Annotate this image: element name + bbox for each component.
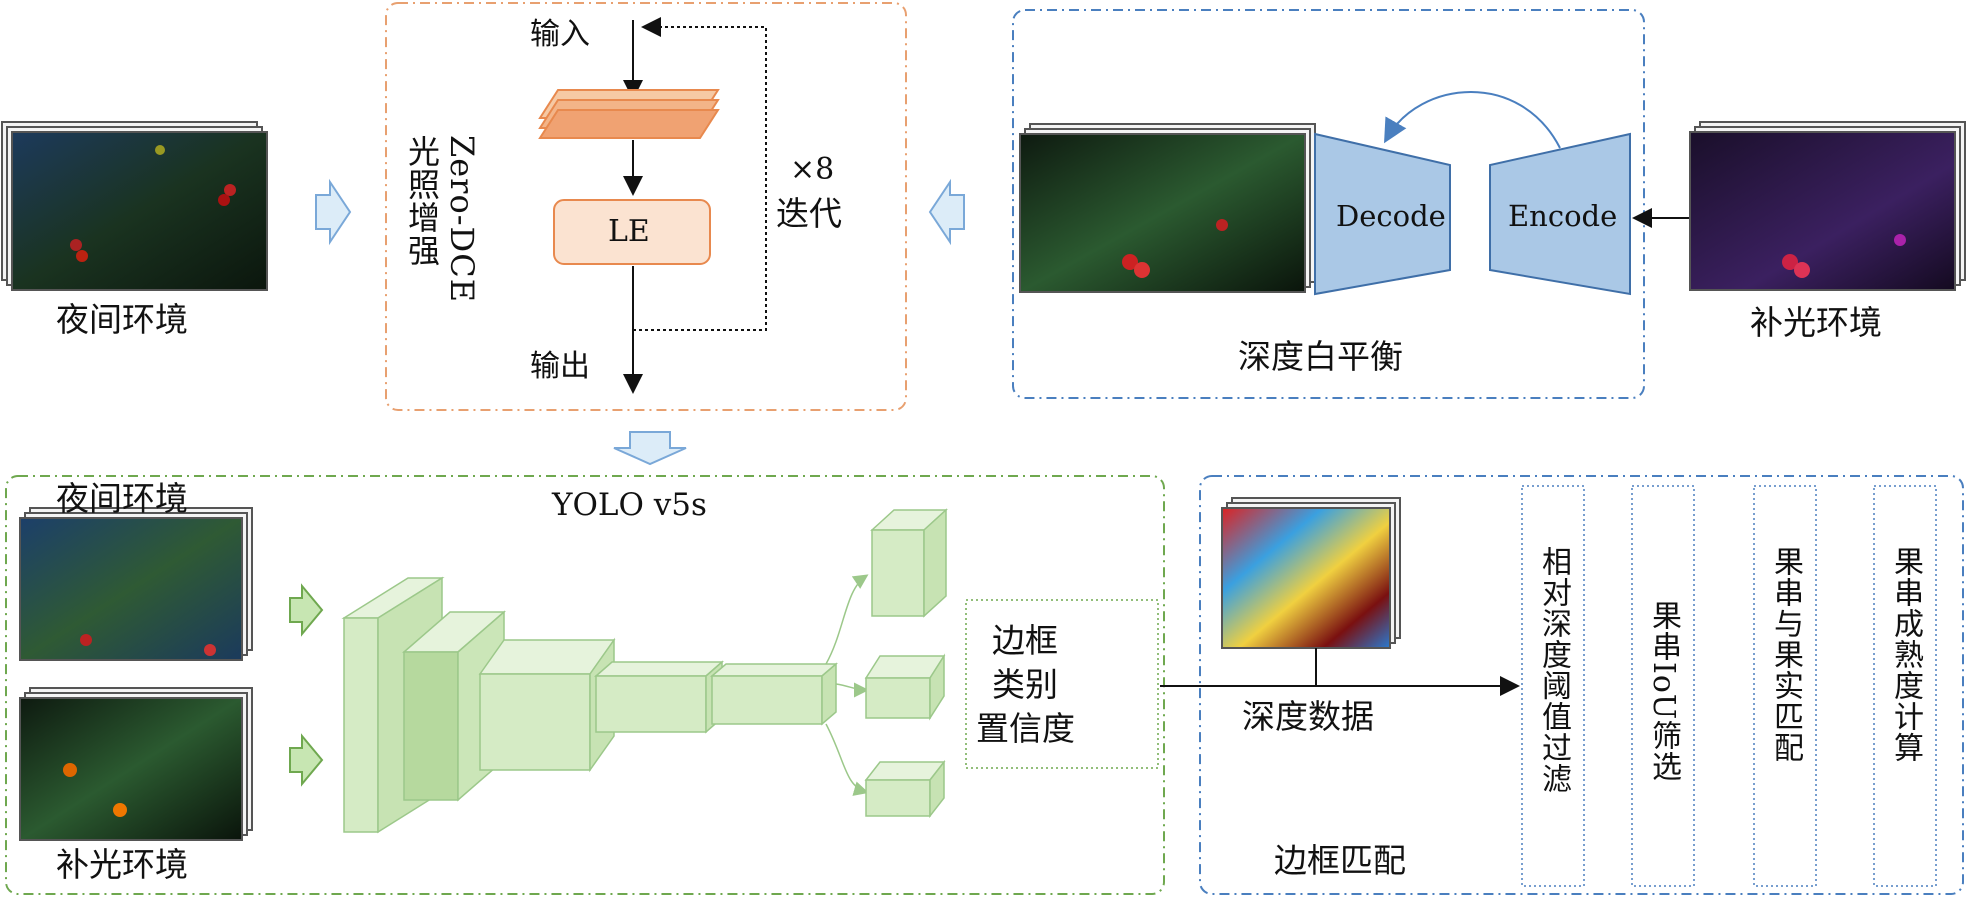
- depth-image-stack: [1221, 497, 1401, 649]
- depth-data-label: 深度数据: [1242, 697, 1374, 736]
- iteration-count: ×8: [790, 152, 835, 187]
- fanout-arrow-mid: [835, 682, 869, 698]
- fanout-arrow-bottom: [825, 723, 869, 796]
- output-label: 输出: [530, 349, 590, 384]
- yolo-fill-image-stack: [19, 687, 253, 841]
- light-enhance-label: 光照增强: [403, 135, 441, 267]
- iteration-loop: [633, 17, 767, 331]
- wb-result-image-stack: [1019, 123, 1316, 293]
- le-label: LE: [608, 214, 650, 249]
- iteration-label: 迭代: [776, 194, 842, 233]
- yolo-night-image-stack: [19, 507, 253, 661]
- green-arrow-night: [289, 583, 324, 637]
- outputs-box: [965, 599, 1159, 769]
- yolo-night-label: 夜间环境: [56, 479, 188, 518]
- matching-title: 边框匹配: [1274, 841, 1406, 880]
- le-box: [553, 199, 711, 265]
- green-arrow-fill: [289, 733, 324, 787]
- yolo-fill-label: 补光环境: [56, 845, 188, 884]
- fill-light-image-stack: [1689, 121, 1966, 291]
- step-2-label: 果串IoU筛选: [1646, 600, 1681, 783]
- night-env-label: 夜间环境: [56, 300, 188, 339]
- step-box-3: [1753, 485, 1817, 887]
- encode-to-decode-arc: [1384, 91, 1561, 149]
- yolo-title: YOLO v5s: [552, 487, 707, 523]
- zero-dce-title: Zero-DCE: [443, 135, 481, 304]
- hollow-arrow-enhance-to-yolo: [613, 431, 687, 466]
- yolo-network-blocks: [341, 576, 839, 834]
- step-box-2: [1631, 485, 1695, 887]
- decode-label: Decode: [1336, 199, 1446, 233]
- hollow-arrow-night-to-enhance: [315, 178, 352, 246]
- hollow-arrow-wb-to-enhance: [928, 178, 965, 246]
- step-box-4: [1873, 485, 1937, 887]
- feature-layers: [538, 89, 720, 139]
- matching-group-box: [1199, 475, 1964, 895]
- step-4-label: 果串成熟度计算: [1888, 546, 1923, 763]
- output-class: 类别: [992, 665, 1058, 704]
- input-label: 输入: [530, 17, 590, 52]
- step-box-1: [1521, 485, 1585, 887]
- step-1-label: 相对深度阈值过滤: [1536, 546, 1571, 794]
- night-image-stack: [1, 121, 268, 291]
- encode-label: Encode: [1508, 199, 1618, 233]
- white-balance-group-box: [1012, 9, 1645, 399]
- output-cubes: [864, 508, 948, 819]
- fill-light-env-label: 补光环境: [1750, 303, 1882, 342]
- output-confidence: 置信度: [976, 709, 1075, 748]
- white-balance-title: 深度白平衡: [1238, 337, 1403, 376]
- decode-trapezoid: [1314, 132, 1451, 296]
- output-bbox: 边框: [992, 621, 1058, 660]
- fanout-arrow-top: [825, 574, 869, 665]
- encode-trapezoid: [1489, 132, 1631, 296]
- enhance-group-box: [385, 2, 907, 411]
- step-3-label: 果串与果实匹配: [1768, 546, 1803, 763]
